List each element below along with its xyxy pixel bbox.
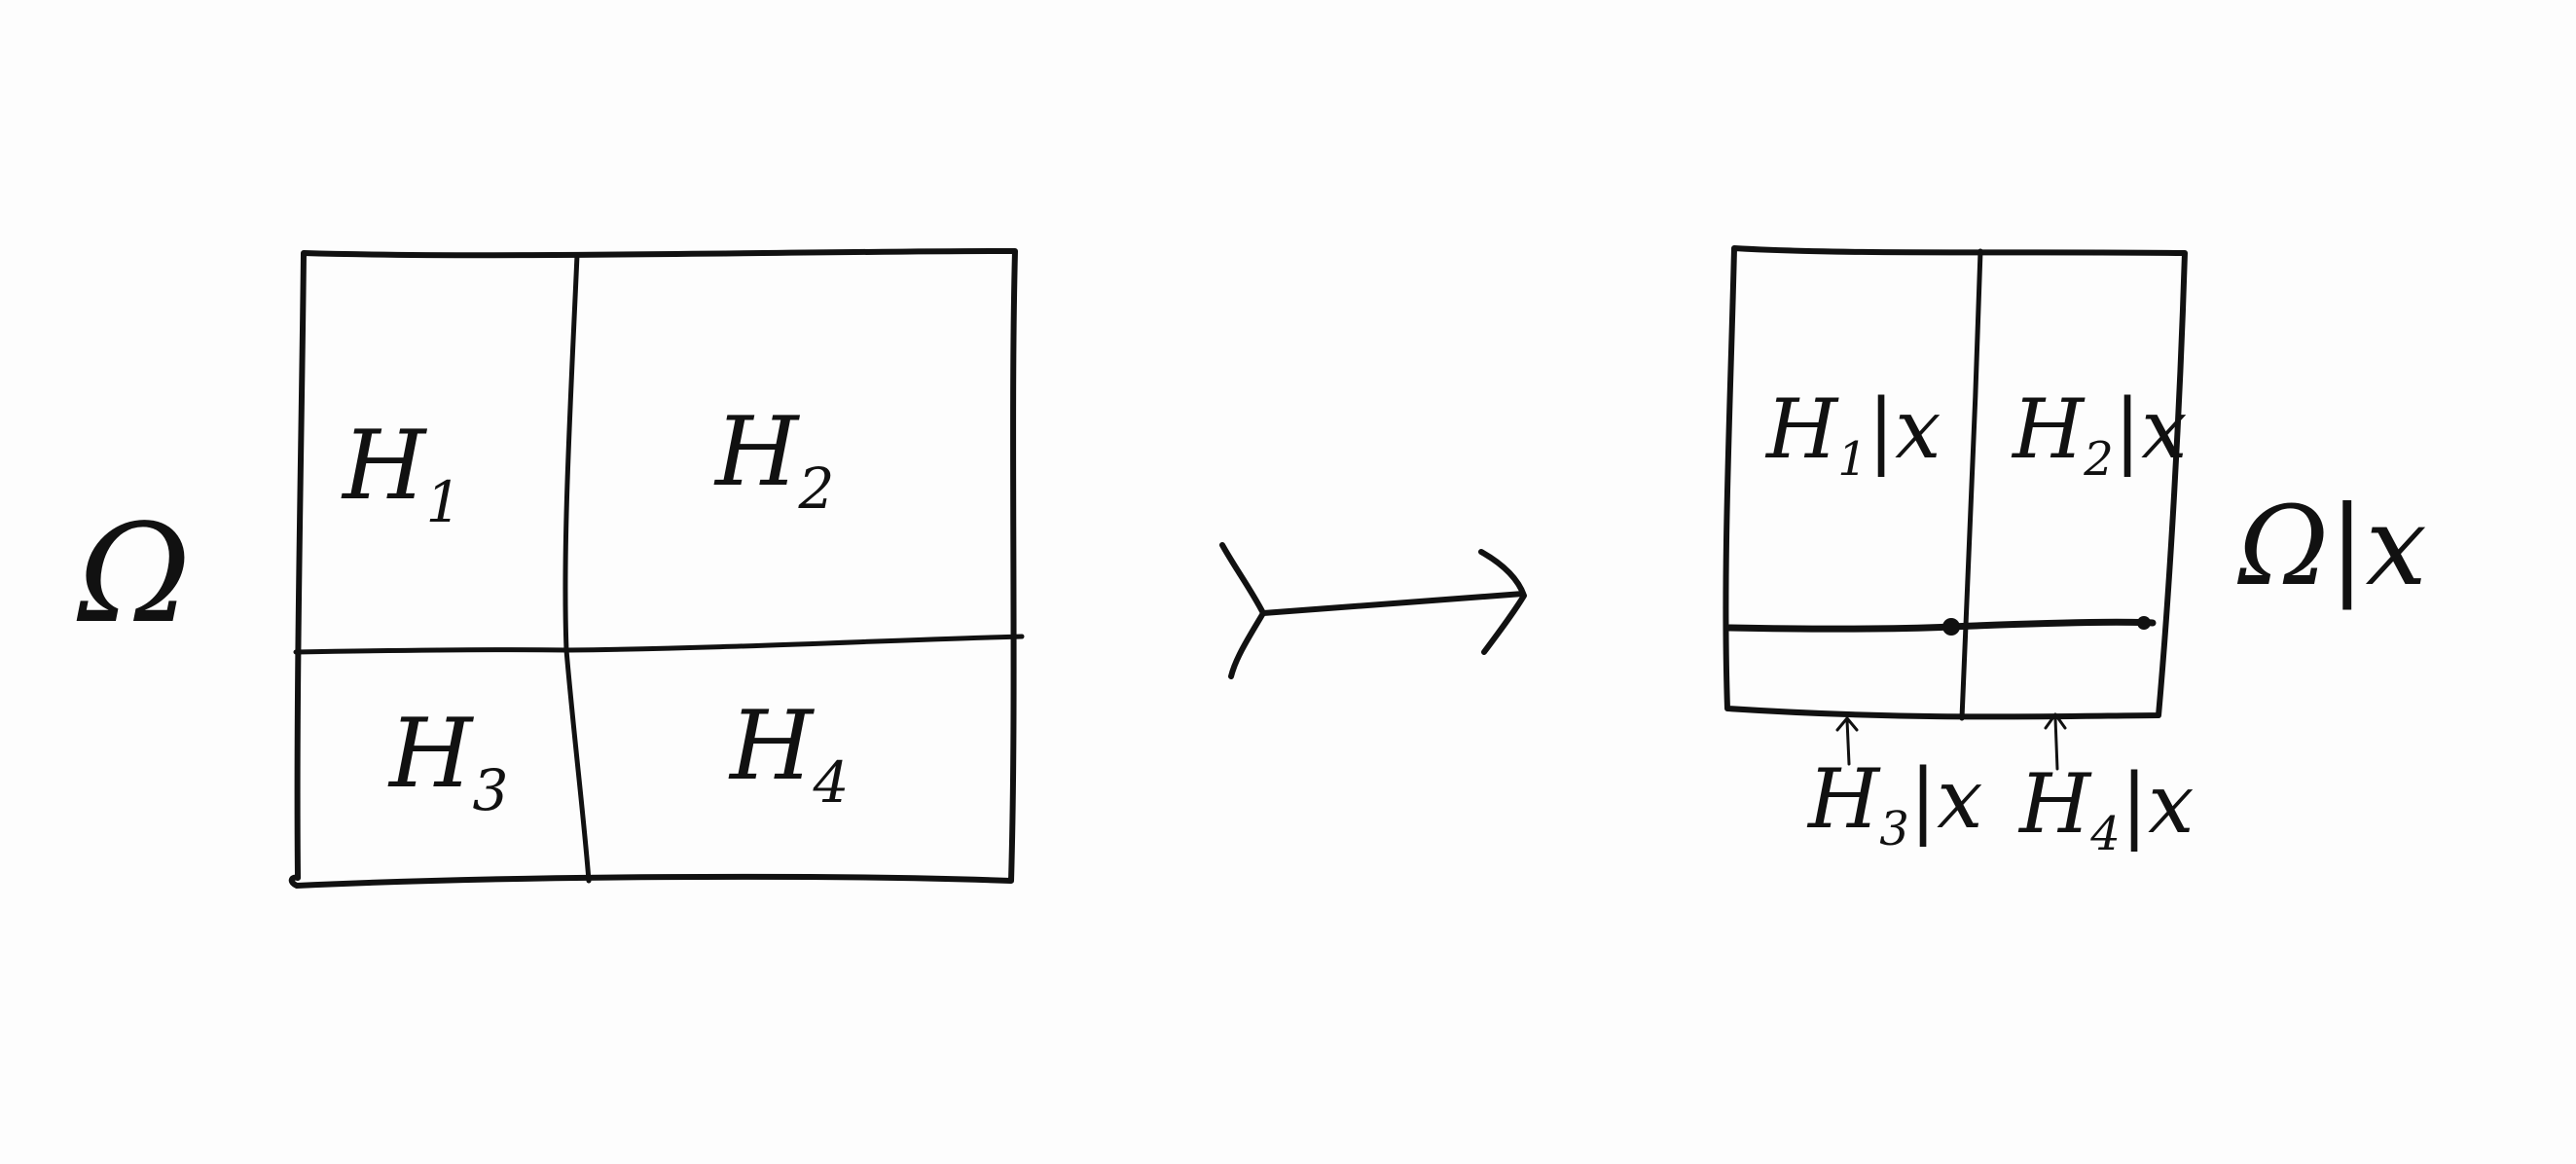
restricted-cell-h4-label: H4|x: [2017, 756, 2195, 861]
omega-horizontal-divider: [293, 634, 1025, 655]
divider-end-dot: [2137, 616, 2151, 630]
arrow-head: [1478, 549, 1527, 655]
maps-to-arrow: [1219, 542, 1527, 679]
restricted-box-border: [1723, 245, 2188, 720]
restricted-cell-h3-label: H3|x: [1806, 751, 1983, 856]
cell-h4-label: H4: [728, 691, 849, 816]
arrow-shaft: [1260, 591, 1526, 616]
restricted-horizontal-divider: [1725, 618, 2157, 633]
arrow-tail-fork: [1219, 542, 1266, 679]
omega-restricted-label: Ω|x: [2236, 484, 2427, 610]
h4-restricted-pointer: [2044, 712, 2067, 771]
restricted-vertical-divider: [1959, 248, 1983, 721]
omega-box-border: [288, 248, 1018, 889]
cell-h3-label: H3: [387, 699, 508, 823]
cell-h1-label: H1: [341, 411, 461, 535]
omega-label: Ω: [76, 495, 191, 654]
restricted-cell-h2-label: H2|x: [2011, 382, 2188, 487]
omega-vertical-divider: [562, 252, 592, 884]
restricted-cell-h1-label: H1|x: [1764, 382, 1941, 487]
h3-restricted-pointer: [1835, 716, 1859, 766]
cell-h2-label: H2: [713, 397, 834, 522]
restricted-partition-box: [1723, 245, 2188, 771]
divider-junction-dot: [1942, 618, 1960, 636]
omega-partition-box: [288, 248, 1025, 889]
